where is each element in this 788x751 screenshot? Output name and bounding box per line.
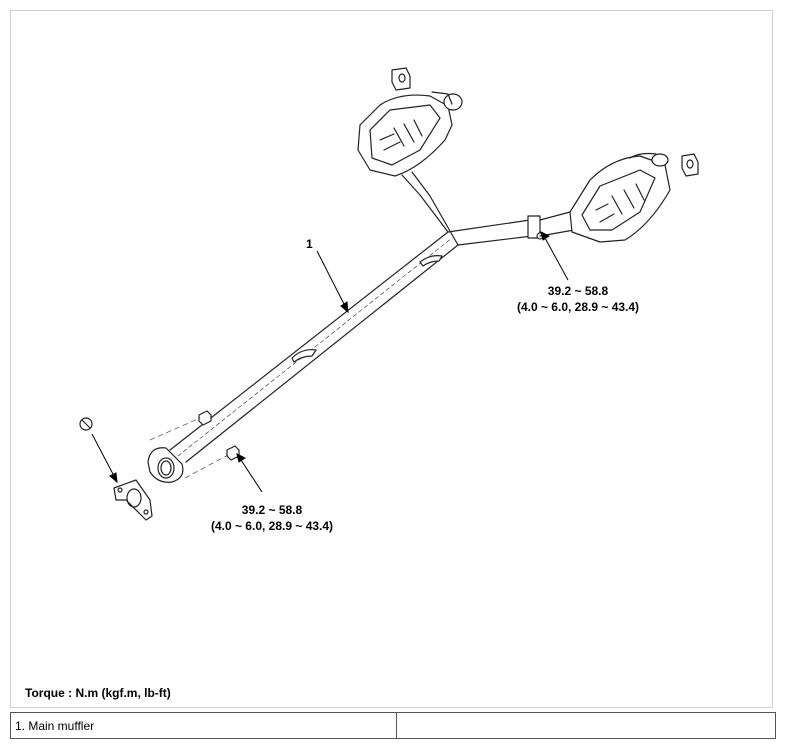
legend-cell-empty: [396, 712, 776, 739]
leader-torque-right-arrow: [540, 231, 550, 241]
y-pipe-left-branch: [401, 171, 459, 246]
exhaust-system-diagram: 1 39.2 ~ 58.8 (4.0 ~ 6.0, 28.9 ~ 43.4) 3…: [79, 67, 699, 533]
right-muffler: [569, 152, 671, 243]
leader-part-1-arrow: [340, 301, 349, 314]
left-muffler: [357, 91, 463, 177]
main-pipe: [169, 231, 459, 463]
leader-torque-left: [240, 459, 263, 493]
leader-part-1: [316, 250, 346, 307]
table-row: 1. Main muffler: [10, 712, 776, 739]
do-not-reuse-icon: [79, 417, 93, 431]
front-flange: [147, 447, 184, 483]
torque-left-value: 39.2 ~ 58.8: [242, 503, 303, 517]
part-callout-1: 1: [306, 237, 313, 251]
gasket: [113, 479, 153, 521]
leader-torque-left-arrow: [236, 453, 246, 463]
torque-right-converted: (4.0 ~ 6.0, 28.9 ~ 43.4): [517, 300, 639, 314]
torque-unit-note: Torque : N.m (kgf.m, lb-ft): [25, 686, 171, 700]
y-pipe-right-branch: [447, 211, 575, 246]
flange-nut-upper: [149, 410, 212, 441]
left-hanger-rubber: [391, 67, 411, 91]
legend-table: 1. Main muffler: [10, 712, 776, 739]
torque-left-converted: (4.0 ~ 6.0, 28.9 ~ 43.4): [211, 519, 333, 533]
legend-cell-main-muffler: 1. Main muffler: [10, 712, 397, 739]
right-hanger-rubber: [681, 153, 699, 177]
leader-torque-right: [544, 237, 569, 281]
flange-nut-lower: [184, 445, 240, 479]
torque-right-value: 39.2 ~ 58.8: [548, 284, 609, 298]
leader-gasket-arrow: [109, 472, 118, 484]
leader-gasket: [91, 433, 115, 477]
